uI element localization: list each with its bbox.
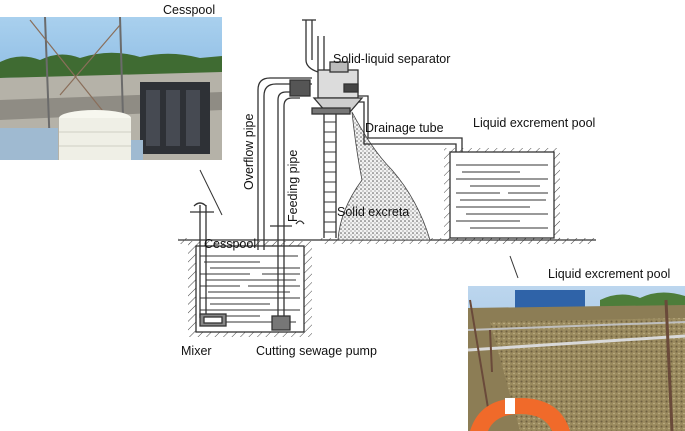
label-pump: Cutting sewage pump bbox=[256, 344, 377, 358]
label-cesspool: Cesspool bbox=[204, 237, 256, 251]
label-liquid-pool: Liquid excrement pool bbox=[473, 116, 595, 130]
label-mixer: Mixer bbox=[181, 344, 212, 358]
label-overflow-pipe: Overflow pipe bbox=[242, 114, 256, 190]
drainage-tube-pipe bbox=[358, 95, 463, 152]
leader-line-pool bbox=[509, 255, 519, 279]
label-separator: Solid-liquid separator bbox=[333, 52, 450, 66]
solid-excreta-heap bbox=[337, 111, 431, 241]
label-feeding-pipe: Feeding pipe bbox=[286, 150, 300, 222]
photo-bottom-title: Liquid excrement pool bbox=[548, 267, 670, 281]
label-drainage-tube: Drainage tube bbox=[365, 121, 444, 135]
tower-bracing bbox=[324, 121, 336, 233]
cesspool-photo bbox=[0, 16, 222, 160]
photo-top-title: Cesspool bbox=[163, 3, 215, 17]
label-solid-excreta: Solid excreta bbox=[337, 205, 409, 219]
leader-line-cesspool bbox=[199, 169, 223, 216]
pit-liquid bbox=[200, 255, 300, 323]
liquid-pool-photo bbox=[467, 286, 685, 431]
liquid-pool-tank bbox=[444, 148, 560, 240]
schematic bbox=[178, 19, 596, 337]
